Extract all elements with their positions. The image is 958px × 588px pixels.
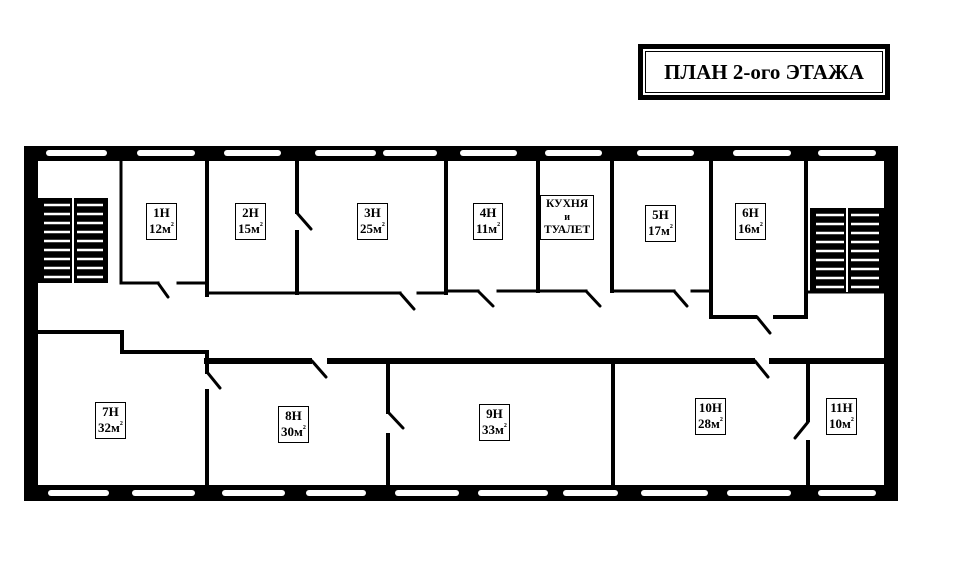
room-label-8h: 8Н 30м2 — [278, 406, 309, 443]
windows — [46, 150, 876, 496]
door-swings — [156, 211, 810, 440]
room-number: 11Н — [830, 400, 853, 415]
plan-title: ПЛАН 2-ого ЭТАЖА — [664, 59, 864, 84]
room-label-3h: 3Н 25м2 — [357, 203, 388, 240]
room-label-7h: 7Н 32м2 — [95, 402, 126, 439]
room-area: 25м2 — [360, 221, 385, 236]
room-label-4h: 4Н 11м2 — [473, 203, 504, 240]
room-area: 17м2 — [648, 223, 673, 238]
room-number: 1Н — [153, 205, 170, 220]
kitchen-line-3: ТУАЛЕТ — [544, 224, 591, 236]
outer-walls — [24, 146, 898, 501]
room-area: 10м2 — [829, 416, 854, 431]
room-label-10h: 10Н 28м2 — [695, 398, 726, 435]
room-number: 7Н — [102, 404, 119, 419]
room-area: 11м2 — [476, 221, 501, 236]
interior-walls — [36, 159, 887, 487]
room-area: 28м2 — [698, 416, 723, 431]
room-label-2h: 2Н 15м2 — [235, 203, 266, 240]
room-label-6h: 6Н 16м2 — [735, 203, 766, 240]
room-area: 32м2 — [98, 420, 123, 435]
room-number: 6Н — [742, 205, 759, 220]
kitchen-line-2: и — [564, 212, 570, 223]
room-area: 33м2 — [482, 422, 507, 437]
plan-title-box: ПЛАН 2-ого ЭТАЖА — [638, 44, 890, 100]
room-number: 3Н — [364, 205, 381, 220]
kitchen-line-1: КУХНЯ — [546, 198, 589, 210]
room-label-9h: 9Н 33м2 — [479, 404, 510, 441]
staircase-left — [38, 198, 108, 283]
room-number: 2Н — [242, 205, 259, 220]
room-area: 15м2 — [238, 221, 263, 236]
room-number: 4Н — [479, 205, 497, 220]
room-label-1h: 1Н 12м2 — [146, 203, 177, 240]
room-label-11h: 11Н 10м2 — [826, 398, 857, 435]
room-number: 10Н — [698, 400, 722, 415]
room-number: 5Н — [652, 207, 669, 222]
room-area: 16м2 — [738, 221, 763, 236]
room-area: 12м2 — [149, 221, 174, 236]
room-label-5h: 5Н 17м2 — [645, 205, 676, 242]
staircase-right — [810, 208, 884, 292]
room-label-kitchen: КУХНЯ и ТУАЛЕТ — [540, 195, 595, 240]
room-number: 9Н — [486, 406, 503, 421]
room-area: 30м2 — [281, 424, 306, 439]
room-number: 8Н — [285, 408, 302, 423]
